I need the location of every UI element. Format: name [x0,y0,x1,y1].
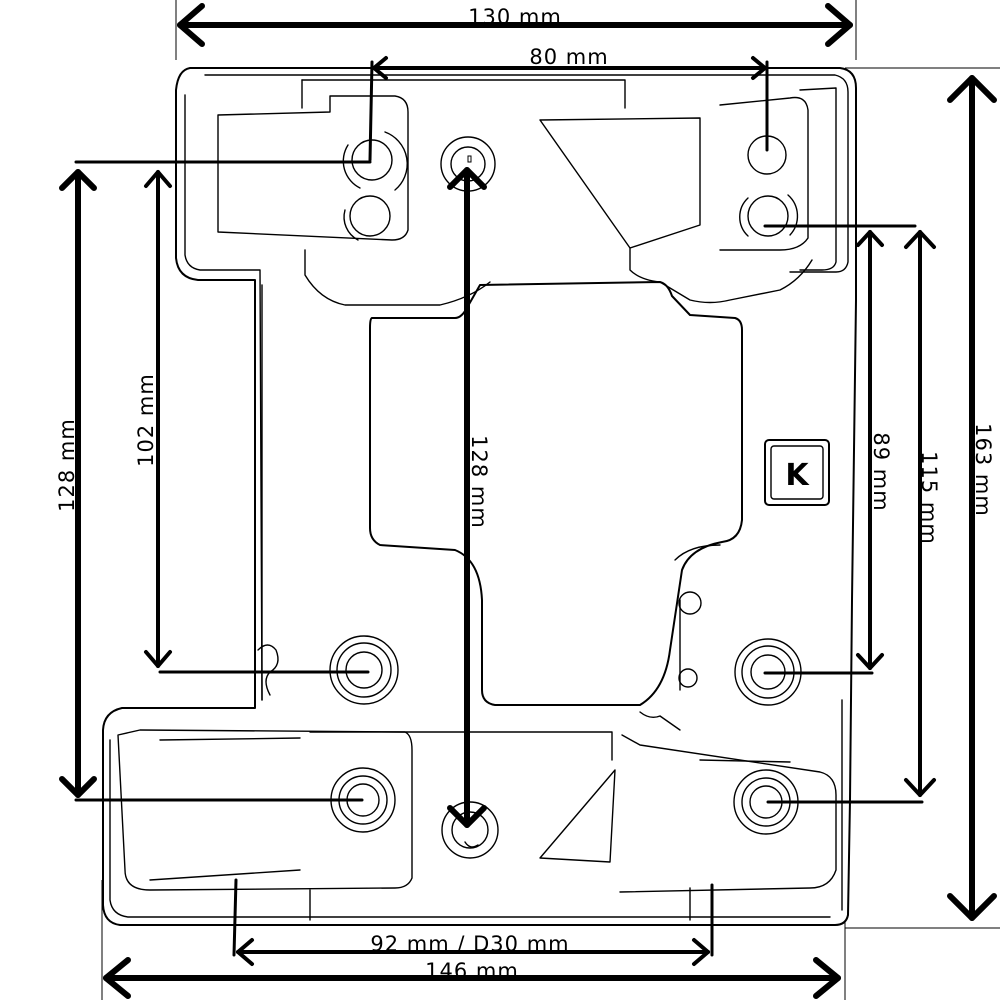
label-right-outer-height: 163 mm [971,423,995,517]
extension-lines [74,0,1000,1000]
plate-outline [102,67,857,926]
label-right-mid-height: 115 mm [917,451,941,545]
dim-left-outer-height [59,169,97,798]
mounting-holes [329,131,802,859]
label-left-outer-height: 128 mm [55,418,79,512]
dim-bottom-outer-width [103,957,841,999]
dim-right-outer-height [947,75,997,921]
dim-left-inner-height [144,170,172,668]
label-center-height: 128 mm [467,435,491,529]
hole-mid-left [329,635,399,705]
dimension-arrows [59,3,997,999]
dim-top-hole-spacing [372,56,767,80]
label-top-width: 130 mm [468,5,562,29]
label-right-inner-height: 89 mm [869,432,893,511]
dim-bottom-inner-width [236,938,710,966]
hole-top-right [739,135,799,237]
dim-center-height [447,167,487,828]
dim-top-width [177,3,853,47]
brand-logo: K [764,439,830,506]
logo-letter: K [785,458,810,493]
dimension-labels: 130 mm 80 mm 128 mm 102 mm 128 mm 89 mm … [55,5,995,983]
label-top-hole-spacing: 80 mm [529,45,608,69]
label-left-inner-height: 102 mm [134,373,158,467]
label-bottom-outer-width: 146 mm [425,959,519,983]
dim-right-mid-height [904,230,936,797]
dim-right-inner-height [856,230,884,670]
label-bottom-inner-width: 92 mm / D30 mm [370,932,569,956]
hole-top-left [342,131,408,241]
